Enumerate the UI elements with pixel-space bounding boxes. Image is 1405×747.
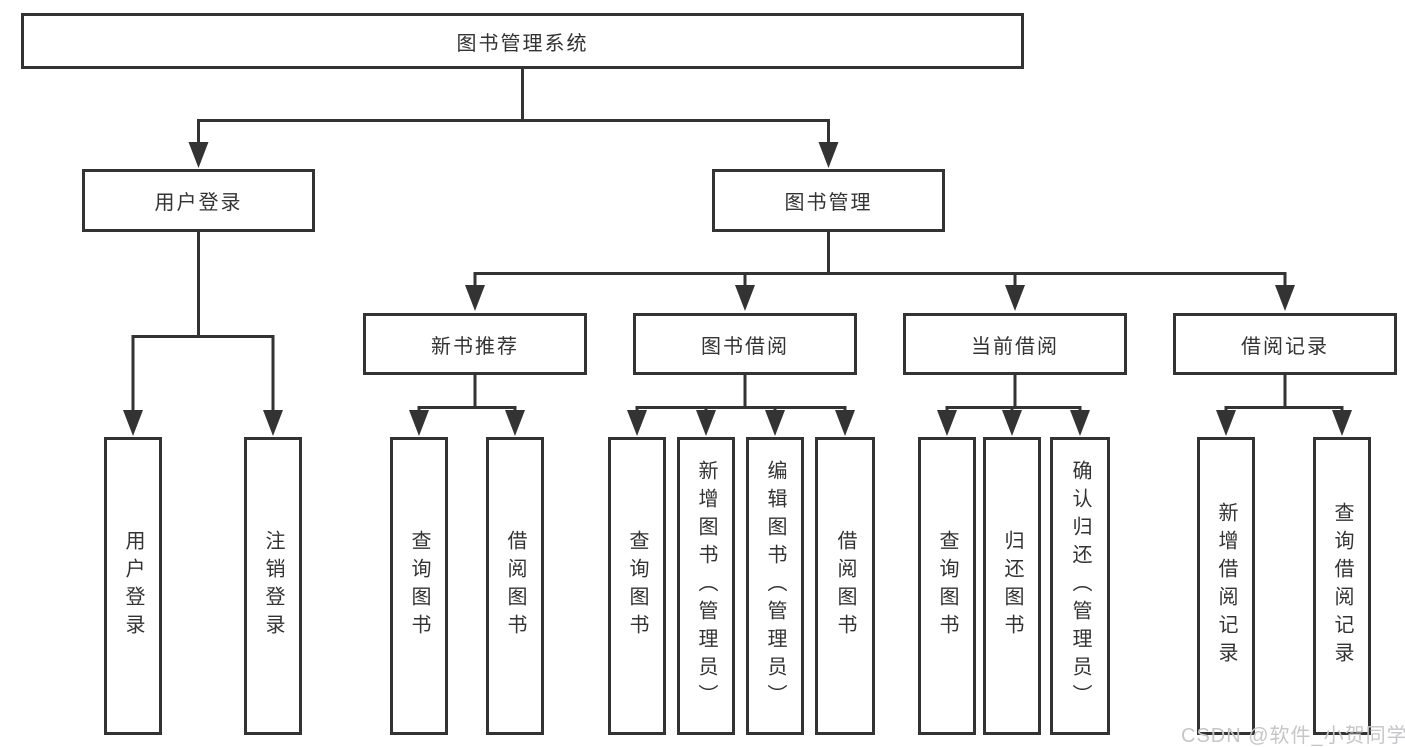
csdn-watermark: CSDN @软件_小贺同学 [1181, 725, 1405, 747]
leaf-query-books-borrow: 查询图书 [608, 437, 666, 735]
leaf-confirm-return-admin: 确认归还（管理员） [1050, 437, 1110, 735]
leaf-logout: 注销登录 [244, 437, 302, 735]
node-borrow-record: 借阅记录 [1173, 313, 1397, 375]
node-label: 新书推荐 [431, 335, 519, 358]
leaf-label: 新增借阅记录 [1215, 502, 1237, 670]
node-current-borrow: 当前借阅 [903, 313, 1127, 375]
node-label: 用户登录 [154, 192, 243, 214]
leaf-borrow-books-recommend: 借阅图书 [486, 437, 544, 735]
root-node-label: 图书管理系统 [456, 32, 589, 55]
node-label: 图书管理 [784, 192, 873, 214]
node-label: 当前借阅 [971, 335, 1059, 358]
leaf-add-book-admin: 新增图书（管理员） [677, 437, 735, 735]
leaf-query-books-recommend: 查询图书 [390, 437, 448, 735]
leaf-query-books-current: 查询图书 [918, 437, 976, 735]
leaf-label: 新增图书（管理员） [695, 460, 717, 712]
leaf-query-borrow-record: 查询借阅记录 [1313, 437, 1371, 735]
node-book-borrow: 图书借阅 [633, 313, 857, 375]
leaf-label: 用户登录 [122, 530, 144, 642]
arrowhead-icon [123, 142, 1352, 436]
leaf-label: 查询图书 [408, 530, 430, 642]
leaf-label: 确认归还（管理员） [1069, 460, 1091, 712]
node-label: 借阅记录 [1241, 335, 1329, 358]
leaf-label: 查询图书 [936, 530, 958, 642]
leaf-label: 归还图书 [1001, 530, 1023, 642]
leaf-label: 注销登录 [262, 530, 284, 642]
leaf-add-borrow-record: 新增借阅记录 [1197, 437, 1255, 735]
node-new-book-recommend: 新书推荐 [363, 313, 587, 375]
leaf-return-book: 归还图书 [983, 437, 1041, 735]
leaf-label: 编辑图书（管理员） [764, 460, 786, 712]
leaf-label: 借阅图书 [504, 530, 526, 642]
node-user-login: 用户登录 [82, 169, 315, 232]
node-book-management: 图书管理 [712, 169, 945, 232]
root-node: 图书管理系统 [21, 13, 1024, 69]
leaf-label: 查询图书 [626, 530, 648, 642]
leaf-edit-book-admin: 编辑图书（管理员） [746, 437, 804, 735]
leaf-borrow-books: 借阅图书 [815, 437, 875, 735]
node-label: 图书借阅 [701, 335, 789, 358]
leaf-label: 借阅图书 [834, 530, 856, 642]
leaf-label: 查询借阅记录 [1331, 502, 1353, 670]
leaf-user-login: 用户登录 [104, 437, 162, 735]
